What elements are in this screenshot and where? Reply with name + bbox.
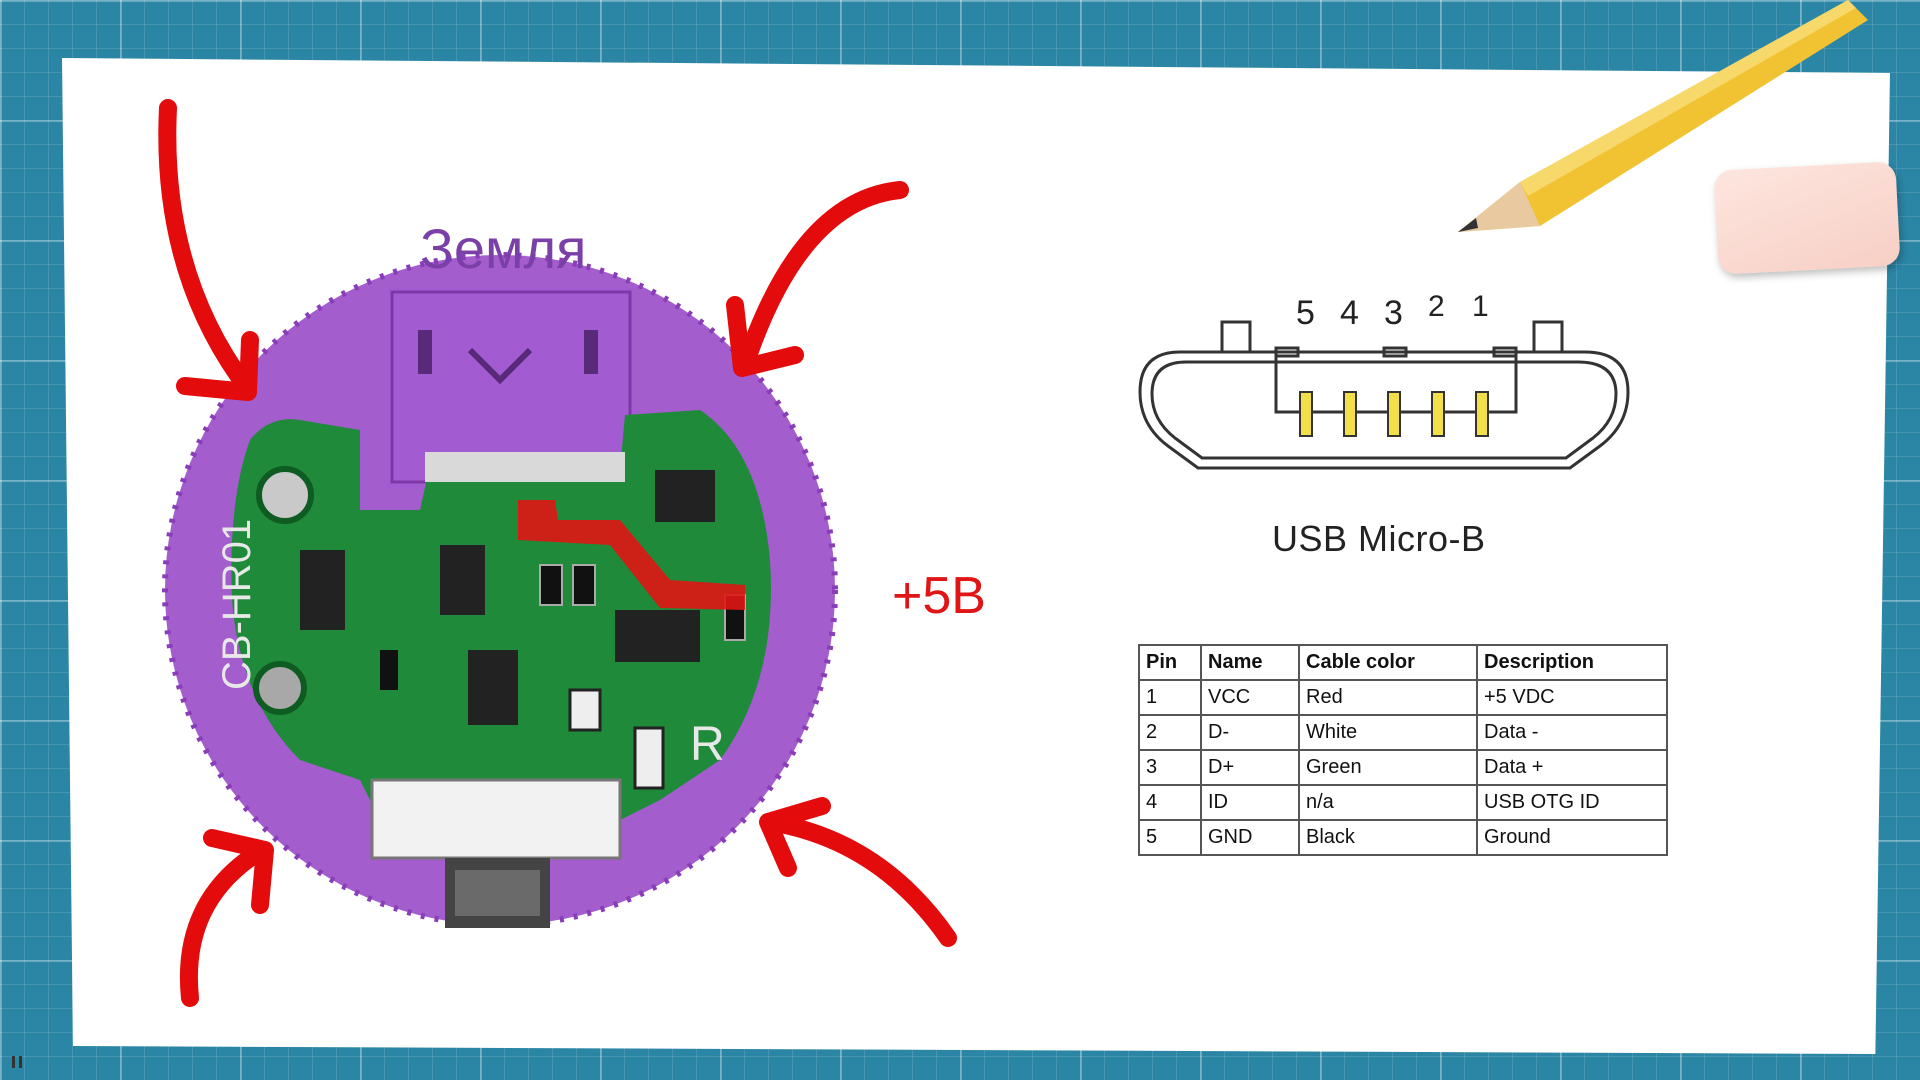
table-header-row: Pin Name Cable color Description: [1138, 644, 1668, 681]
cell-cable-color: White: [1298, 714, 1478, 751]
cell-cable-color: Black: [1298, 819, 1478, 856]
header-description: Description: [1476, 644, 1668, 681]
header-cable-color: Cable color: [1298, 644, 1478, 681]
cell-description: Data +: [1476, 749, 1668, 786]
usb-micro-b-drawing: [1138, 320, 1630, 470]
plus5v-trace: [518, 500, 745, 610]
cell-pin: 4: [1138, 784, 1202, 821]
usb-pins: [1299, 391, 1489, 437]
plus5v-label: +5В: [892, 567, 986, 625]
table-row: 5 GND Black Ground: [1138, 819, 1668, 856]
pin-number-2: 2: [1428, 290, 1445, 323]
cell-name: GND: [1200, 819, 1300, 856]
cell-description: +5 VDC: [1476, 679, 1668, 716]
cell-pin: 3: [1138, 749, 1202, 786]
cell-name: ID: [1200, 784, 1300, 821]
cell-name: VCC: [1200, 679, 1300, 716]
cell-pin: 1: [1138, 679, 1202, 716]
table-row: 1 VCC Red +5 VDC: [1138, 679, 1668, 716]
slide-switch: [370, 778, 622, 860]
eraser-icon: [1713, 161, 1901, 275]
ground-label: Земля: [420, 217, 587, 280]
cell-pin: 2: [1138, 714, 1202, 751]
pinout-table: Pin Name Cable color Description 1 VCC R…: [1138, 644, 1668, 856]
table-row: 4 ID n/a USB OTG ID: [1138, 784, 1668, 821]
cell-description: Ground: [1476, 819, 1668, 856]
cell-name: D-: [1200, 714, 1300, 751]
header-name: Name: [1200, 644, 1300, 681]
pin-number-1: 1: [1472, 290, 1489, 323]
pin-number-5: 5: [1296, 294, 1315, 332]
table-row: 2 D- White Data -: [1138, 714, 1668, 751]
cell-description: Data -: [1476, 714, 1668, 751]
red-arrow-icon: [158, 99, 957, 1007]
header-pin: Pin: [1138, 644, 1202, 681]
cell-cable-color: Green: [1298, 749, 1478, 786]
pin-number-3: 3: [1384, 294, 1403, 332]
pause-icon[interactable]: [12, 1056, 22, 1068]
svg-text:CB-HR01: CB-HR01: [215, 519, 259, 690]
pcb-board: [231, 410, 771, 820]
svg-text:R: R: [690, 718, 725, 771]
table-row: 3 D+ Green Data +: [1138, 749, 1668, 786]
connector-caption: USB Micro-B: [1272, 518, 1486, 559]
cell-cable-color: Red: [1298, 679, 1478, 716]
cell-cable-color: n/a: [1298, 784, 1478, 821]
cell-name: D+: [1200, 749, 1300, 786]
cell-pin: 5: [1138, 819, 1202, 856]
cell-description: USB OTG ID: [1476, 784, 1668, 821]
pin-number-4: 4: [1340, 294, 1359, 332]
pencil-icon: [1458, 0, 1868, 232]
